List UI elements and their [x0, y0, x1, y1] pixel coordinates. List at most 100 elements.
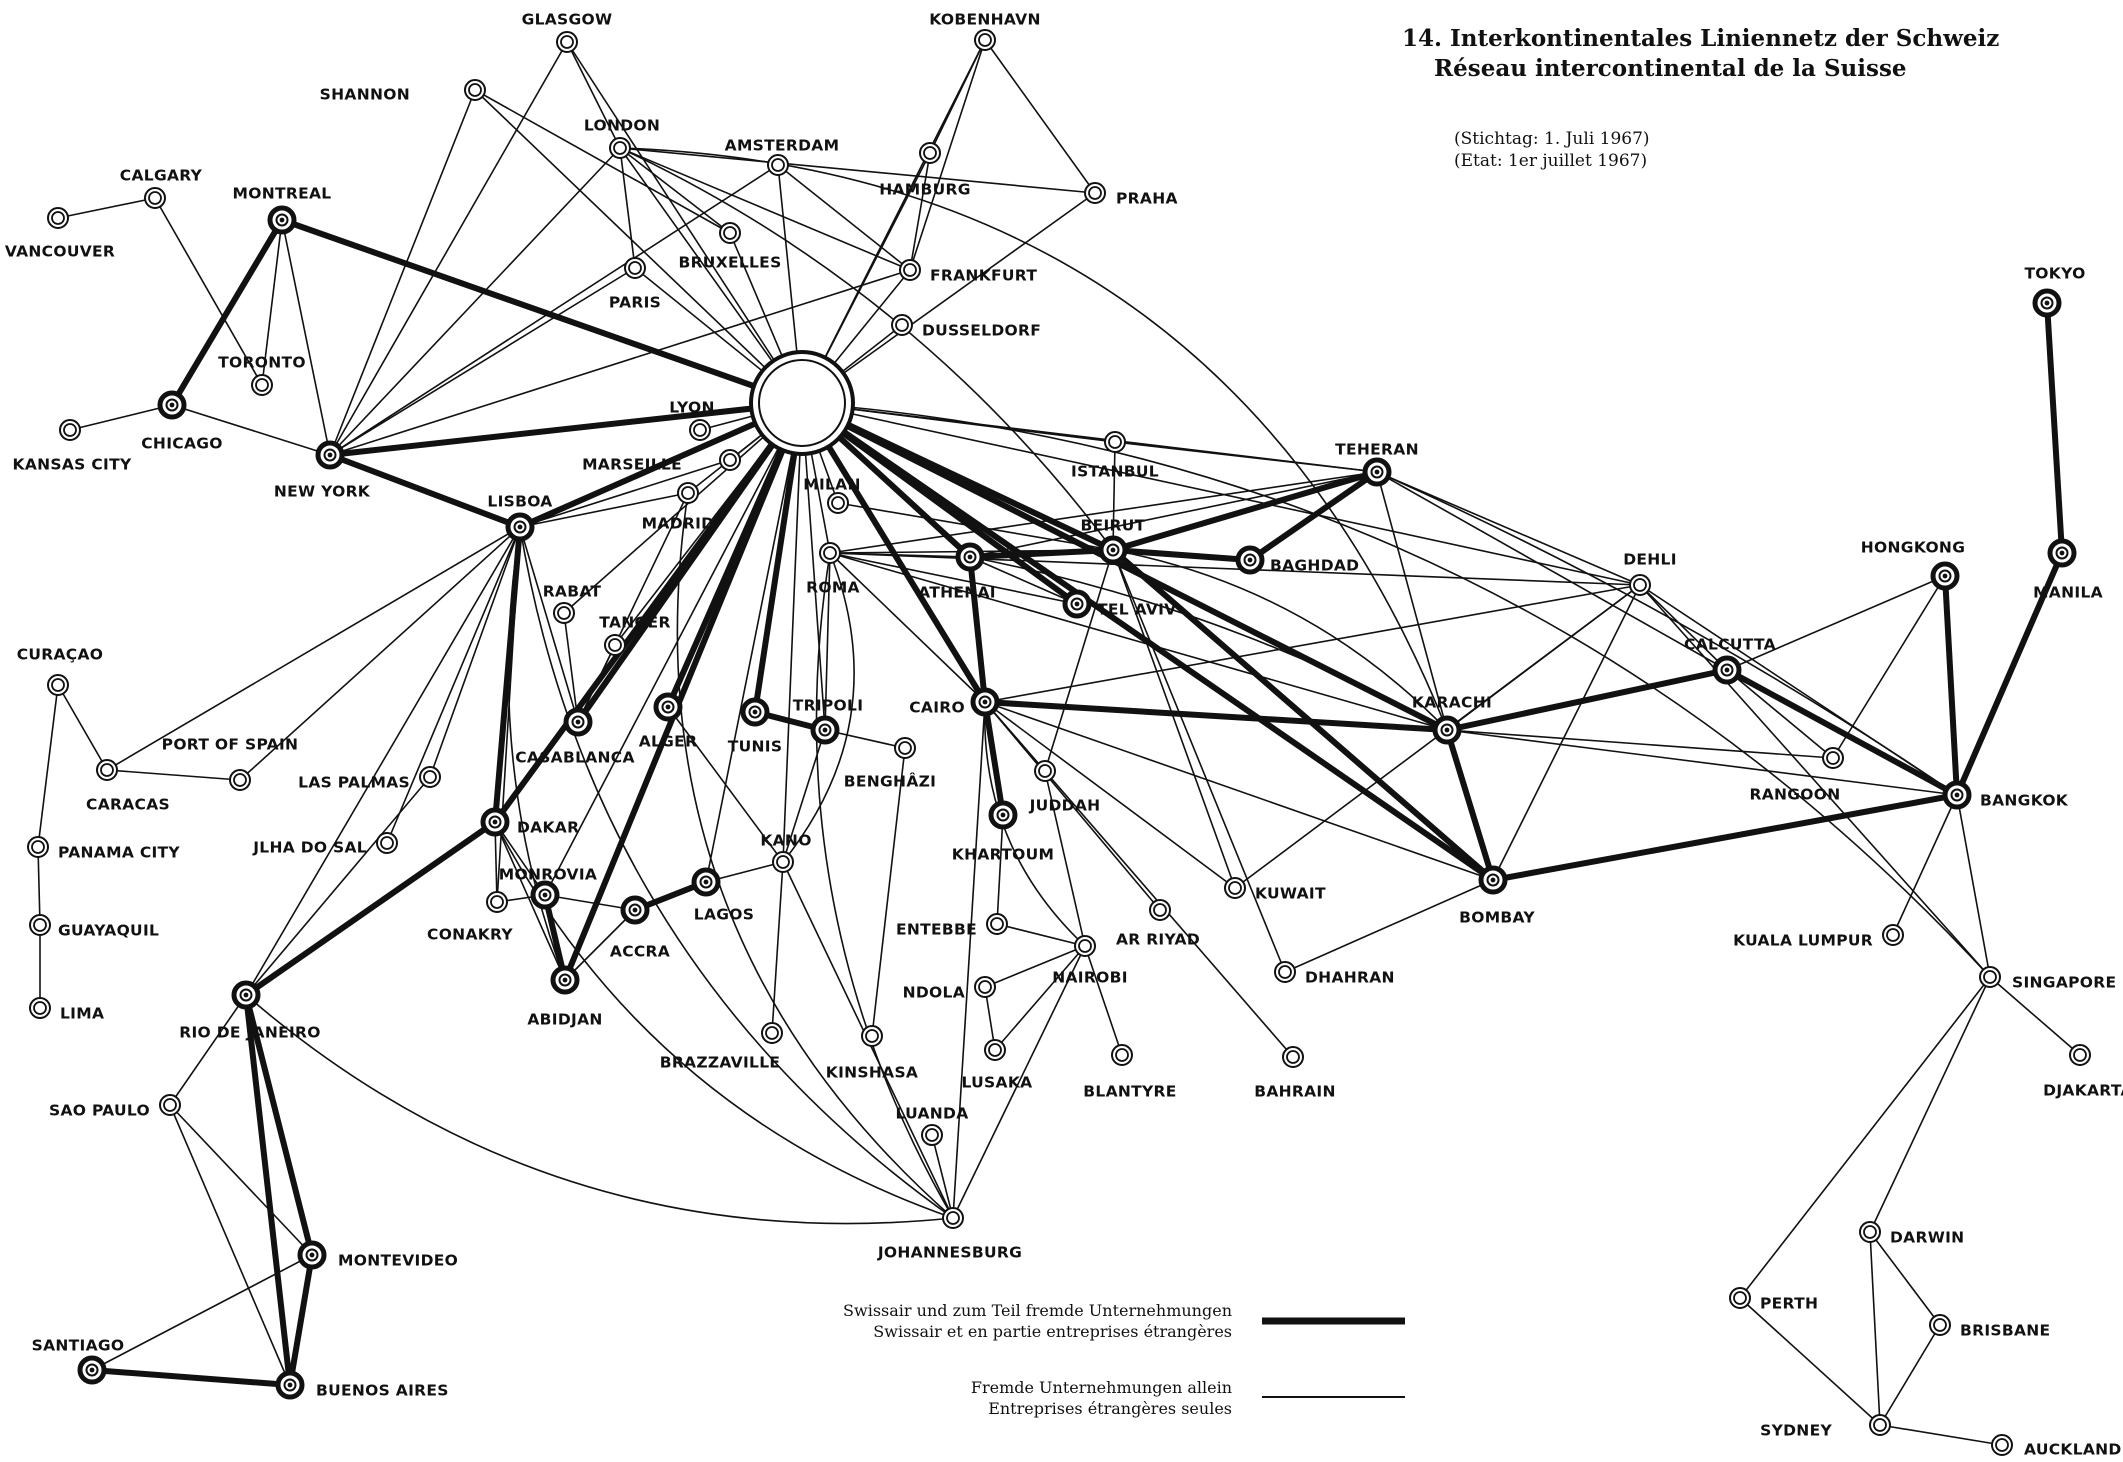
- city-node-toronto: [251, 374, 273, 396]
- city-node-hamburg: [919, 142, 941, 164]
- city-label-kano: KANO: [760, 832, 811, 850]
- swissair-routes: [89, 217, 2065, 1388]
- city-label-lagos: LAGOS: [694, 906, 754, 924]
- city-node-juddah: [1034, 760, 1056, 782]
- city-label-madrid: MADRID: [642, 515, 715, 533]
- city-label-conakry: CONAKRY: [427, 926, 513, 944]
- city-label-entebbe: ENTEBBE: [896, 921, 977, 939]
- route-singapore-perth: [1739, 976, 1991, 1299]
- city-node-newyork: [315, 440, 345, 470]
- route-shannon-newyork: [329, 89, 476, 456]
- route-cairo-dehli: [984, 584, 1641, 703]
- route-montevideo-buenosaires: [287, 1252, 315, 1388]
- route-teheran-calcutta: [1376, 471, 1728, 671]
- city-label-tanger: TANGER: [599, 614, 670, 632]
- city-node-rio: [231, 980, 261, 1010]
- city-node-nairobi: [1074, 935, 1096, 957]
- route-lisboa-johannesburg-arc: [519, 526, 954, 1219]
- city-node-conakry: [486, 891, 508, 913]
- route-hub-karachi: [799, 400, 1450, 733]
- city-node-casablanca: [563, 707, 593, 737]
- city-node-teheran: [1362, 457, 1392, 487]
- date-french: (Etat: 1er juillet 1967): [1454, 151, 1648, 171]
- route-hub-monrovia: [544, 402, 803, 896]
- city-label-rabat: RABAT: [543, 583, 602, 601]
- legend-thick-label: Swissair und zum Teil fremde Unternehmun…: [592, 1300, 1232, 1342]
- city-node-darwin: [1859, 1221, 1881, 1243]
- route-hub-bombay: [799, 400, 1496, 883]
- city-node-singapore: [1979, 966, 2001, 988]
- route-cairo-bahrain: [984, 701, 1294, 1058]
- route-monrovia-accra: [544, 894, 636, 911]
- route-cairo-nairobi-arc: [983, 701, 1086, 947]
- route-laspalmas-rio: [245, 776, 431, 996]
- route-hub-montreal: [279, 217, 805, 406]
- map-title: 14. Interkontinentales Liniennetz der Sc…: [1402, 24, 1999, 84]
- city-label-luanda: LUANDA: [895, 1105, 968, 1123]
- route-hub-kobenhavn: [801, 39, 986, 404]
- route-juddah-nairobi: [1044, 770, 1086, 947]
- city-node-tripoli: [810, 715, 840, 745]
- city-node-madrid: [677, 482, 699, 504]
- route-lisboa-dakar: [492, 524, 523, 825]
- city-node-benghazi: [894, 737, 916, 759]
- route-athenai-cairo: [967, 554, 988, 705]
- city-label-sydney: SYDNEY: [1760, 1422, 1832, 1440]
- city-node-dhahran: [1274, 961, 1296, 983]
- city-label-djakarta: DJAKARTA: [2043, 1082, 2123, 1100]
- city-node-vancouver: [47, 207, 69, 229]
- city-node-athenai: [955, 542, 985, 572]
- city-label-istanbul: ISTANBUL: [1071, 463, 1159, 481]
- city-node-montevideo: [297, 1240, 327, 1270]
- city-node-shannon: [464, 79, 486, 101]
- route-istanbul-teheran: [1114, 441, 1378, 473]
- city-label-accra: ACCRA: [610, 943, 670, 961]
- city-node-dusseldorf: [891, 314, 913, 336]
- city-label-calgary: CALGARY: [120, 167, 203, 185]
- route-teheran-bangkok-arc: [1376, 471, 1958, 796]
- city-label-brisbane: BRISBANE: [1960, 1322, 2050, 1340]
- route-nairobi-blantyre: [1084, 945, 1123, 1056]
- route-frankfurt-newyork: [329, 269, 911, 456]
- route-curacao-panama: [37, 684, 59, 848]
- city-node-lyon: [689, 419, 711, 441]
- city-node-kualalumpur: [1882, 924, 1904, 946]
- city-label-teheran: TEHERAN: [1335, 441, 1419, 459]
- route-lisboa-caracas: [106, 526, 521, 771]
- route-nairobi-lusaka: [994, 945, 1086, 1051]
- city-label-rangoon: RANGOON: [1749, 786, 1840, 804]
- city-label-auckland: AUCKLAND: [2024, 1441, 2122, 1459]
- city-label-bahrain: BAHRAIN: [1254, 1083, 1336, 1101]
- city-node-cairo: [970, 687, 1000, 717]
- route-beirut-kuwait: [1112, 549, 1236, 889]
- city-node-accra: [620, 895, 650, 925]
- route-hamburg-frankfurt: [909, 152, 931, 271]
- city-node-praha: [1084, 182, 1106, 204]
- city-node-montreal: [267, 205, 297, 235]
- route-marseille-lisboa: [519, 459, 731, 528]
- city-label-hongkong: HONGKONG: [1861, 539, 1965, 557]
- route-beirut-karachi-arc: [1112, 549, 1448, 731]
- route-khartoum-entebbe: [996, 814, 1004, 925]
- city-node-lusaka: [984, 1039, 1006, 1061]
- city-label-khartoum: KHARTOUM: [952, 846, 1054, 864]
- city-label-dehli: DEHLI: [1623, 551, 1677, 569]
- city-label-lisboa: LISBOA: [487, 493, 552, 511]
- route-kobenhavn-praha: [984, 39, 1096, 194]
- city-node-calcutta: [1712, 655, 1742, 685]
- city-label-abidjan: ABIDJAN: [527, 1011, 602, 1029]
- city-node-kuwait: [1224, 877, 1246, 899]
- city-node-alger: [653, 692, 683, 722]
- route-darwin-sydney: [1869, 1231, 1881, 1426]
- route-beirut-istanbul: [1112, 441, 1116, 551]
- route-nairobi-johannesburg: [952, 945, 1086, 1219]
- city-node-johannesburg: [942, 1207, 964, 1229]
- route-bombay-dhahran: [1284, 879, 1494, 973]
- city-label-riyad: AR RIYAD: [1116, 931, 1200, 949]
- route-abidjan-accra: [564, 909, 636, 981]
- route-rio-johannesburg-arc: [245, 994, 954, 1225]
- route-amsterdam-frankfurt: [777, 164, 911, 271]
- city-node-rabat: [553, 602, 575, 624]
- city-label-dusseldorf: DUSSELDORF: [922, 322, 1041, 340]
- city-label-bangkok: BANGKOK: [1980, 792, 2069, 810]
